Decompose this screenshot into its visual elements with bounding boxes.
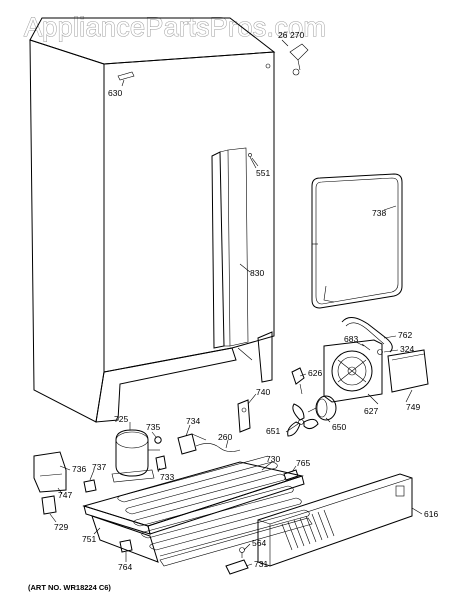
part-765 bbox=[283, 469, 299, 481]
label-630: 630 bbox=[108, 88, 122, 98]
label-735: 735 bbox=[146, 422, 160, 432]
relay-626 bbox=[291, 367, 305, 395]
part-labels: 270 26 630 551 738 830 762 683 324 626 7… bbox=[54, 30, 438, 572]
label-749: 749 bbox=[406, 402, 420, 412]
part-764 bbox=[119, 539, 133, 553]
clip-740 bbox=[237, 399, 251, 433]
label-736: 736 bbox=[72, 464, 86, 474]
art-number: (ART NO. WR18224 C6) bbox=[28, 583, 111, 592]
label-830: 830 bbox=[250, 268, 264, 278]
cabinet bbox=[29, 17, 309, 423]
leader-lines bbox=[49, 79, 423, 567]
compressor-725 bbox=[111, 429, 160, 483]
rear-access-panel-616 bbox=[257, 473, 413, 567]
label-324: 324 bbox=[400, 344, 414, 354]
label-627: 627 bbox=[364, 406, 378, 416]
label-651: 651 bbox=[266, 426, 280, 436]
label-733: 733 bbox=[160, 472, 174, 482]
watermark: AppliancePartsPros.com bbox=[24, 12, 326, 42]
label-734: 734 bbox=[186, 416, 200, 426]
start-relay-734 bbox=[177, 433, 207, 455]
label-765: 765 bbox=[296, 458, 310, 468]
label-731: 731 bbox=[254, 559, 268, 569]
bracket-747 bbox=[33, 451, 67, 493]
label-737: 737 bbox=[92, 462, 106, 472]
label-564: 564 bbox=[252, 538, 266, 548]
label-738: 738 bbox=[372, 208, 386, 218]
wiring-260 bbox=[195, 443, 241, 452]
label-616: 616 bbox=[424, 509, 438, 519]
condenser-base bbox=[82, 455, 313, 567]
part-729 bbox=[41, 495, 57, 515]
label-764: 764 bbox=[118, 562, 132, 572]
label-740: 740 bbox=[256, 387, 270, 397]
part-733 bbox=[155, 455, 167, 471]
label-683: 683 bbox=[344, 334, 358, 344]
label-751: 751 bbox=[82, 534, 96, 544]
label-725: 725 bbox=[114, 414, 128, 424]
drain-hose bbox=[341, 317, 393, 353]
label-551: 551 bbox=[256, 168, 270, 178]
fan-blade-651 bbox=[287, 403, 319, 437]
part-737 bbox=[83, 479, 97, 493]
defrost-heater-loop bbox=[311, 173, 403, 309]
label-747: 747 bbox=[58, 490, 72, 500]
label-270: 270 bbox=[290, 30, 304, 40]
fan-motor-650 bbox=[307, 395, 337, 421]
label-729: 729 bbox=[54, 522, 68, 532]
grommet-735 bbox=[154, 436, 162, 444]
label-730: 730 bbox=[266, 454, 280, 464]
label-260: 260 bbox=[218, 432, 232, 442]
label-762: 762 bbox=[398, 330, 412, 340]
label-26: 26 bbox=[278, 30, 288, 40]
label-626: 626 bbox=[308, 368, 322, 378]
clamp-731 bbox=[225, 559, 249, 575]
screw-564 bbox=[239, 547, 245, 558]
label-650: 650 bbox=[332, 422, 346, 432]
